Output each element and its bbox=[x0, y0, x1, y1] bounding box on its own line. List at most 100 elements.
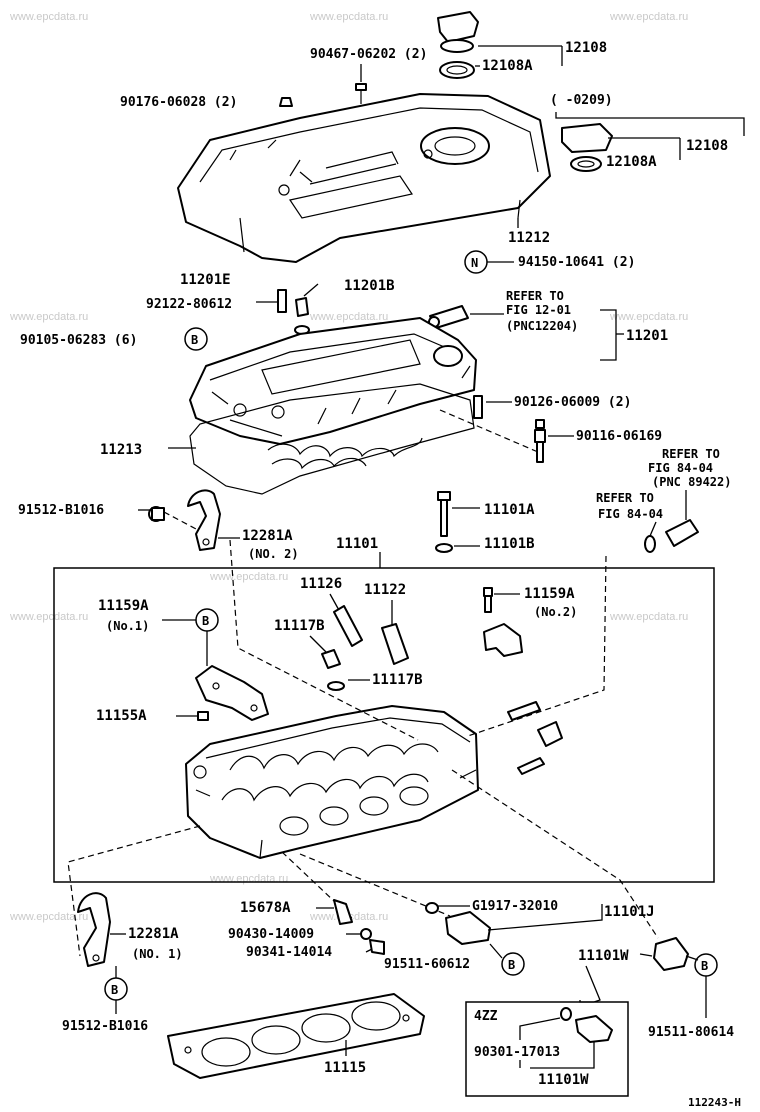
label-90301-17013: 90301-17013 bbox=[474, 1045, 560, 1060]
variant-box-4zz bbox=[465, 1001, 629, 1097]
label-11201: 11201 bbox=[626, 328, 668, 344]
watermark: www.epcdata.ru bbox=[9, 911, 88, 923]
label-94150-10641: 94150-10641 (2) bbox=[518, 255, 635, 270]
label-12108A-right: 12108A bbox=[606, 154, 657, 170]
label-no2-a: (NO. 2) bbox=[248, 547, 299, 561]
screw-11159A bbox=[483, 587, 493, 613]
label-11126: 11126 bbox=[300, 576, 342, 592]
label-12108-right: 12108 bbox=[686, 138, 728, 154]
engine-hanger-no1 bbox=[77, 892, 111, 967]
plug-90341 bbox=[369, 939, 385, 955]
oring-90301 bbox=[560, 1007, 572, 1021]
label-4zz: 4ZZ bbox=[474, 1009, 498, 1024]
label-12281A-bottom: 12281A bbox=[128, 926, 179, 942]
refer-text-line3: (PNC12204) bbox=[506, 319, 578, 333]
label-11213: 11213 bbox=[100, 442, 142, 458]
label-11159A-right: 11159A bbox=[524, 586, 575, 602]
watermark: www.epcdata.ru bbox=[209, 873, 288, 885]
watermark: www.epcdata.ru bbox=[609, 11, 688, 23]
watermark: www.epcdata.ru bbox=[609, 611, 688, 623]
label-11117B-a: 11117B bbox=[274, 618, 325, 634]
label-11155A: 11155A bbox=[96, 708, 147, 724]
nut-90176 bbox=[279, 97, 293, 107]
reference-circle-b bbox=[184, 327, 208, 351]
label-11115: 11115 bbox=[324, 1060, 366, 1076]
valve-guide-11126 bbox=[333, 605, 363, 647]
bearing-cap-no1 bbox=[195, 665, 269, 721]
label-90105-06283: 90105-06283 (6) bbox=[20, 333, 137, 348]
label-91511-80614: 91511-80614 bbox=[648, 1025, 734, 1040]
circle-letter-b: B bbox=[111, 983, 118, 997]
cylinder-head-11101 bbox=[185, 705, 479, 859]
ocv-valve-11101J bbox=[445, 911, 491, 945]
refer-text-line1: REFER TO bbox=[506, 289, 564, 303]
label-12108A-top: 12108A bbox=[482, 58, 533, 74]
bearing-cap-no2 bbox=[483, 623, 523, 657]
stud-92122 bbox=[277, 289, 287, 313]
label-11159A-left: 11159A bbox=[98, 598, 149, 614]
label-90176-06028: 90176-06028 (2) bbox=[120, 95, 237, 110]
label-11201E: 11201E bbox=[180, 272, 231, 288]
label-no1-b: (NO. 1) bbox=[132, 947, 183, 961]
pin-11155A bbox=[197, 711, 209, 721]
sensor-11101W-4zz bbox=[575, 1015, 613, 1043]
label-11101: 11101 bbox=[336, 536, 378, 552]
circle-letter-b: B bbox=[191, 333, 198, 347]
label-G1917-32010: G1917-32010 bbox=[472, 899, 558, 914]
bolt-91512-top bbox=[148, 506, 165, 522]
pcv-valve bbox=[428, 305, 469, 329]
cylinder-head-cover-11201 bbox=[189, 317, 477, 445]
oil-filler-cap-variant bbox=[561, 123, 613, 172]
label-15678A: 15678A bbox=[240, 900, 291, 916]
watermark: www.epcdata.ru bbox=[309, 311, 388, 323]
label-11101B: 11101B bbox=[484, 536, 535, 552]
head-cover-gasket-11213 bbox=[189, 383, 475, 495]
circle-letter-b: B bbox=[202, 614, 209, 628]
label-91512-B1016-top: 91512-B1016 bbox=[18, 503, 104, 518]
bolt-90126 bbox=[473, 395, 483, 419]
label-12281A-top: 12281A bbox=[242, 528, 293, 544]
label-90430-14009: 90430-14009 bbox=[228, 927, 314, 942]
cylinder-head-group-frame bbox=[53, 567, 715, 883]
watermark: www.epcdata.ru bbox=[9, 611, 88, 623]
watermark: www.epcdata.ru bbox=[609, 311, 688, 323]
watermark-layer: www.epcdata.ru www.epcdata.ru www.epcdat… bbox=[9, 11, 688, 923]
washer-11101B bbox=[435, 543, 453, 553]
label-11122: 11122 bbox=[364, 582, 406, 598]
plug-15678A bbox=[333, 899, 353, 925]
label-11101W-a: 11101W bbox=[578, 948, 629, 964]
watermark: www.epcdata.ru bbox=[209, 571, 288, 583]
label-0209: ( -0209) bbox=[550, 93, 613, 108]
label-90126-06009: 90126-06009 (2) bbox=[514, 395, 631, 410]
watermark: www.epcdata.ru bbox=[9, 311, 88, 323]
ocv-sensor-11101W bbox=[653, 937, 689, 971]
label-11212: 11212 bbox=[508, 230, 550, 246]
engine-cover-11212 bbox=[177, 93, 551, 263]
circle-letter-n: N bbox=[471, 256, 478, 270]
label-90467-06202: 90467-06202 (2) bbox=[310, 47, 427, 62]
gasket-11117B bbox=[327, 681, 345, 691]
engine-hanger-no2 bbox=[187, 489, 221, 551]
watermark: www.epcdata.ru bbox=[309, 11, 388, 23]
circle-letter-b: B bbox=[701, 959, 708, 973]
label-no1-a: (No.1) bbox=[106, 619, 149, 633]
label-12108-top: 12108 bbox=[565, 40, 607, 56]
oil-filler-cap-top bbox=[437, 11, 479, 79]
label-90341-14014: 90341-14014 bbox=[246, 945, 332, 960]
label-92122-80612: 92122-80612 bbox=[146, 297, 232, 312]
oring-G1917 bbox=[425, 902, 439, 914]
head-gasket-11115 bbox=[167, 993, 425, 1079]
dowel-pins bbox=[507, 701, 563, 775]
label-11101J: 11101J bbox=[604, 904, 655, 920]
grommet-11201B bbox=[294, 297, 310, 335]
label-11117B-b: 11117B bbox=[372, 672, 423, 688]
label-91512-B1016-bottom: 91512-B1016 bbox=[62, 1019, 148, 1034]
head-bolt-11101A bbox=[437, 491, 451, 537]
label-11101W-b: 11101W bbox=[538, 1072, 589, 1088]
refer2-line2: FIG 84-04 bbox=[648, 461, 713, 475]
label-11201B: 11201B bbox=[344, 278, 395, 294]
circle-letter-b: B bbox=[508, 958, 515, 972]
label-11101A: 11101A bbox=[484, 502, 535, 518]
bolt-90467 bbox=[355, 83, 367, 104]
